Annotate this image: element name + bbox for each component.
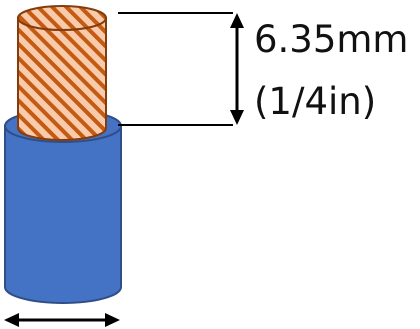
exposed-conductor [17, 5, 107, 141]
width-dimension-arrow [4, 313, 120, 327]
dimension-label-mm: 6.35mm [254, 18, 408, 61]
vertical-dimension-arrow [230, 13, 244, 125]
dimension-label-in: (1/4in) [254, 80, 376, 123]
